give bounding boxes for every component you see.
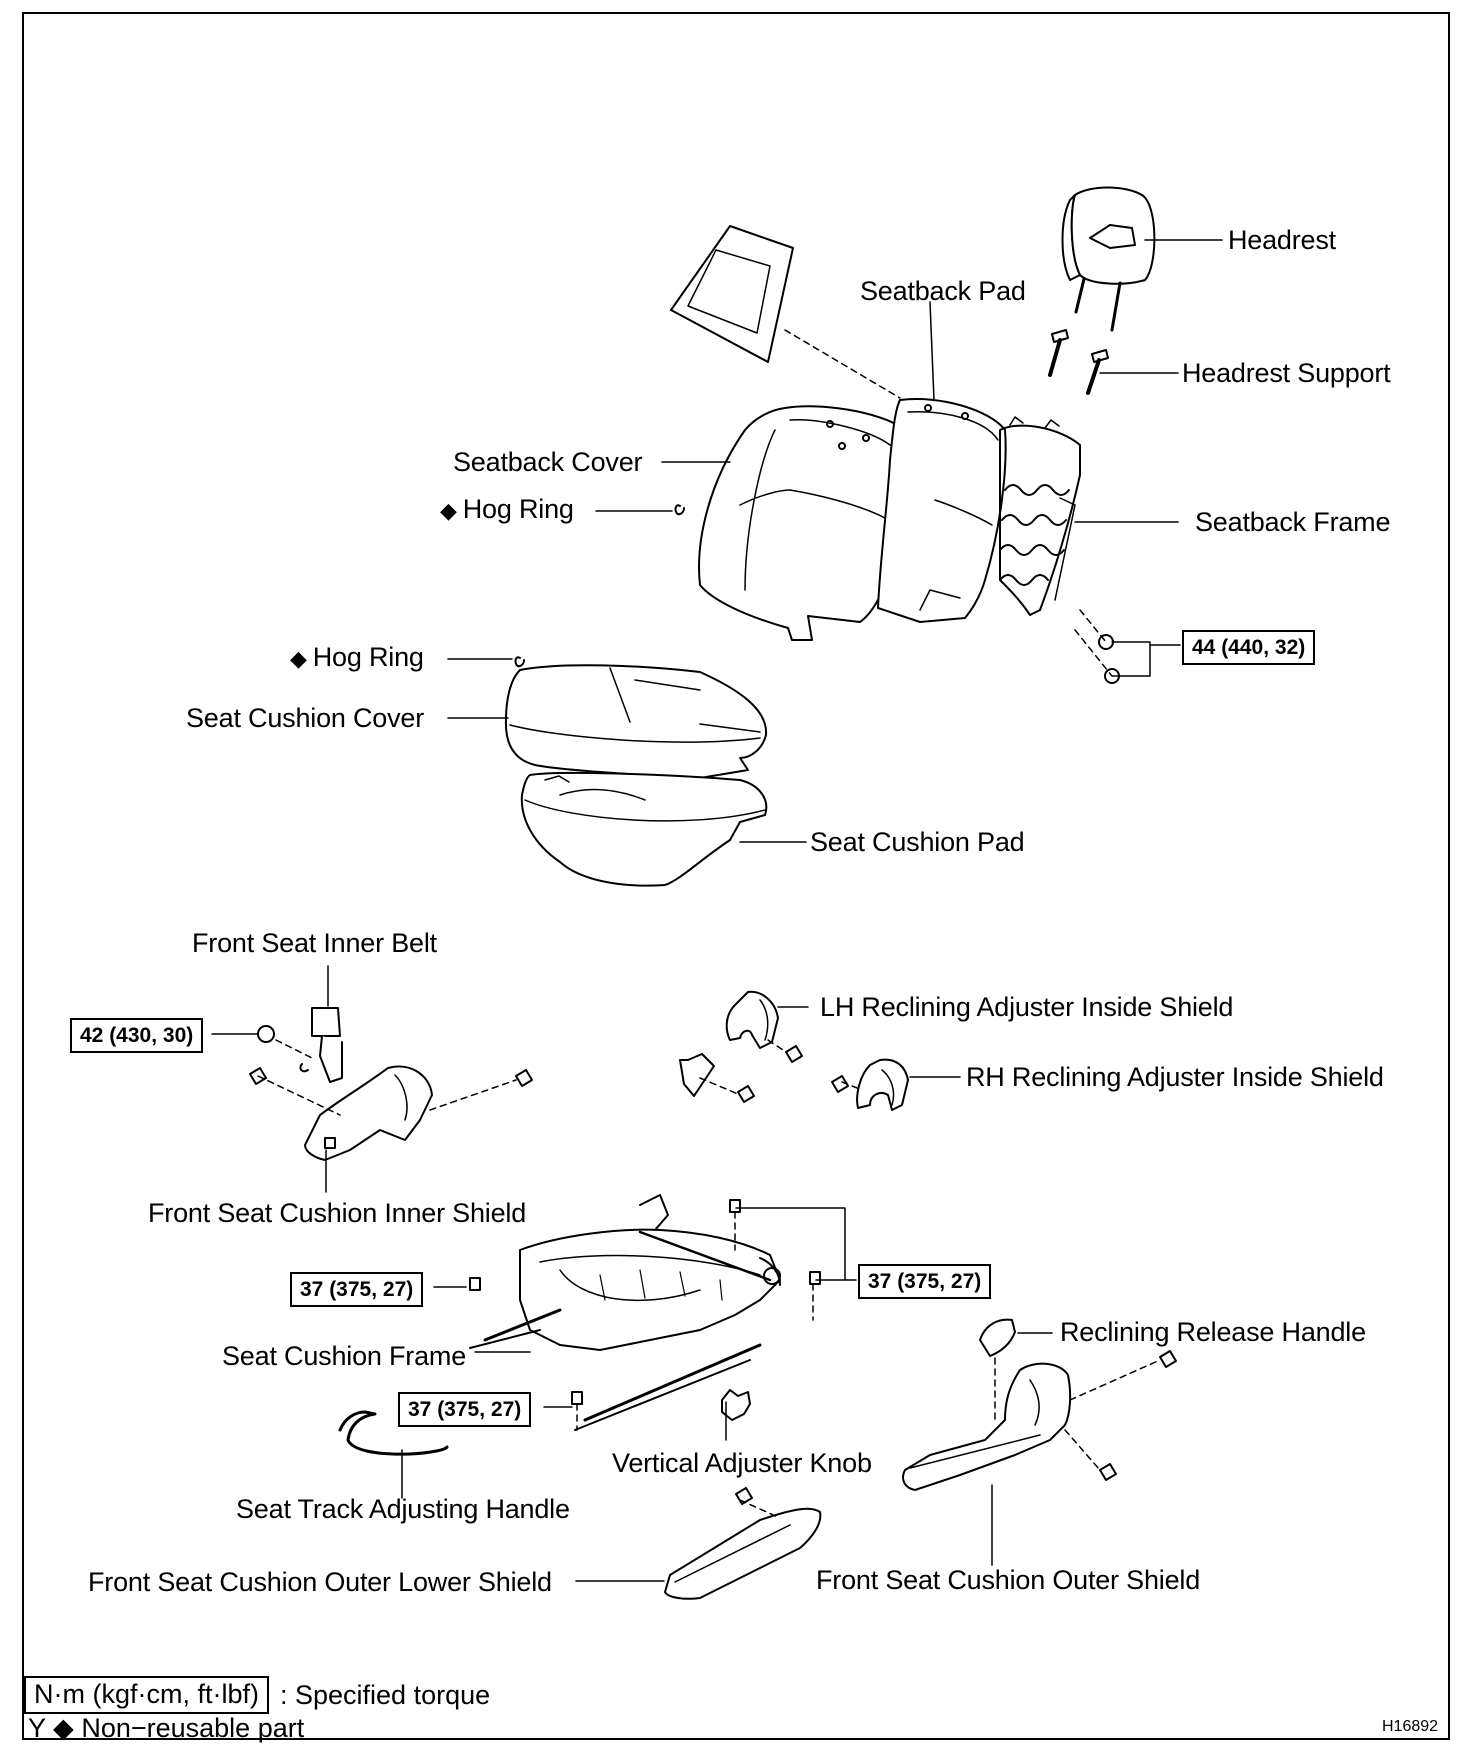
non-reusable-icon: ◆	[440, 498, 457, 523]
non-reusable-icon: ◆	[53, 1713, 74, 1743]
front-seat-cushion-inner-shield-drawing	[304, 1065, 433, 1161]
rh-reclining-shield-drawing	[856, 1058, 909, 1111]
label-seat-track-adjusting-handle: Seat Track Adjusting Handle	[236, 1494, 570, 1524]
seat-track-adjusting-handle-drawing	[338, 1410, 449, 1456]
label-seatback-cover: Seatback Cover	[453, 447, 643, 477]
diagram-frame	[22, 12, 1450, 1740]
hog-ring-lower-text: Hog Ring	[312, 642, 424, 672]
torque-cushion-frame-right: 37 (375, 27)	[858, 1264, 992, 1300]
non-reusable-icon: ◆	[290, 646, 307, 671]
legend-nonreuse-prefix: Y	[28, 1713, 46, 1743]
label-hog-ring-upper: ◆Hog Ring	[440, 496, 574, 523]
reclining-release-handle-drawing	[979, 1318, 1016, 1357]
hog-ring-drawings	[514, 504, 685, 668]
front-seat-cushion-outer-shield-drawing	[902, 1362, 1072, 1491]
front-seat-inner-belt-drawing	[299, 1007, 343, 1083]
legend-nonreuse-text: Non−reusable part	[81, 1713, 305, 1743]
legend-non-reusable: Y ◆ Non−reusable part	[28, 1713, 304, 1744]
label-headrest: Headrest	[1228, 225, 1336, 255]
dashed-assembly-lines	[257, 329, 1161, 1519]
label-front-seat-cushion-outer-lower-shield: Front Seat Cushion Outer Lower Shield	[88, 1567, 552, 1597]
label-hog-ring-lower: ◆Hog Ring	[290, 644, 424, 671]
lh-reclining-shield-drawing	[679, 990, 779, 1097]
label-vertical-adjuster-knob: Vertical Adjuster Knob	[612, 1448, 872, 1478]
front-seat-cushion-outer-lower-shield-drawing	[664, 1507, 822, 1600]
label-front-seat-cushion-outer-shield: Front Seat Cushion Outer Shield	[816, 1565, 1201, 1595]
headrest-drawing	[1061, 186, 1156, 332]
legend-torque-unit-box: N·m (kgf·cm, ft·lbf)	[24, 1676, 269, 1714]
legend-torque-text: : Specified torque	[280, 1680, 491, 1710]
label-reclining-release-handle: Reclining Release Handle	[1060, 1317, 1366, 1347]
figure-id: H16892	[1382, 1718, 1439, 1735]
label-rh-reclining-shield: RH Reclining Adjuster Inside Shield	[966, 1062, 1384, 1092]
seatback-cover-drawing	[698, 405, 908, 641]
label-seat-cushion-cover: Seat Cushion Cover	[186, 703, 425, 733]
seat-cushion-pad-drawing	[520, 771, 768, 887]
torque-seatback-frame-bolts: 44 (440, 32)	[1182, 630, 1316, 666]
label-front-seat-inner-belt: Front Seat Inner Belt	[192, 928, 437, 958]
seatback-pad-drawing	[877, 398, 1007, 623]
torque-cushion-frame-lower: 37 (375, 27)	[398, 1392, 532, 1428]
leader-lines	[211, 239, 1223, 1582]
label-seatback-frame: Seatback Frame	[1195, 507, 1391, 537]
seatback-frame-drawing	[999, 416, 1081, 616]
seat-cushion-frame-drawing	[469, 1194, 781, 1431]
torque-cushion-frame-left: 37 (375, 27)	[290, 1272, 424, 1308]
torque-inner-belt-nut: 42 (430, 30)	[70, 1018, 204, 1054]
label-front-seat-cushion-inner-shield: Front Seat Cushion Inner Shield	[148, 1198, 527, 1228]
seat-cushion-cover-drawing	[504, 664, 768, 779]
label-seat-cushion-frame: Seat Cushion Frame	[222, 1341, 467, 1371]
label-headrest-support: Headrest Support	[1182, 358, 1391, 388]
label-seatback-pad: Seatback Pad	[860, 276, 1026, 306]
hog-ring-upper-text: Hog Ring	[462, 494, 574, 524]
label-seat-cushion-pad: Seat Cushion Pad	[810, 827, 1025, 857]
seatback-pad-panel-drawing	[670, 225, 794, 363]
headrest-support-drawing	[1048, 329, 1109, 395]
label-lh-reclining-shield: LH Reclining Adjuster Inside Shield	[820, 992, 1234, 1022]
